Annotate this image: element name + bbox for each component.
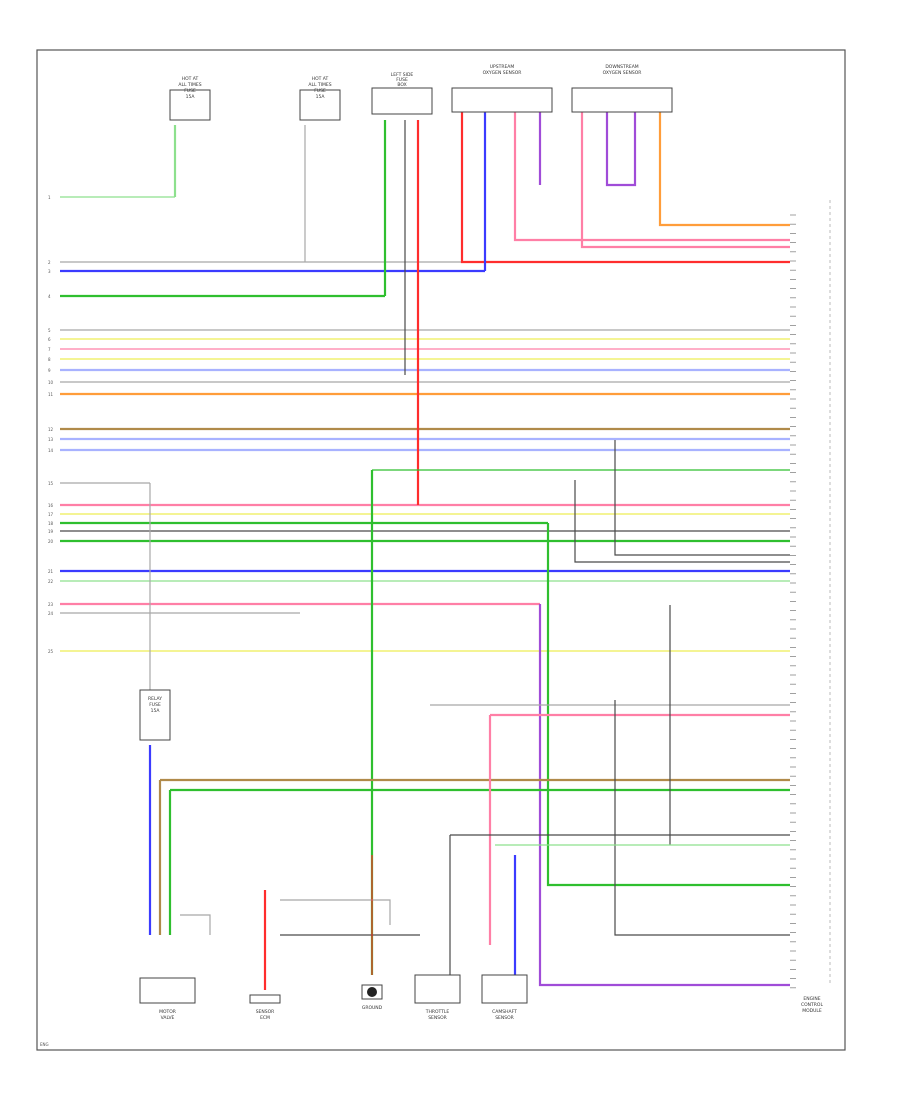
fuse-box-1-label: ALL TIMES xyxy=(178,82,201,88)
left-pin-14: 14 xyxy=(48,448,54,453)
ecm-label: CONTROL xyxy=(801,1002,823,1008)
left-pin-13: 13 xyxy=(48,437,54,442)
left-pin-11: 11 xyxy=(48,392,54,397)
bottom-component-2-label: SENSOR xyxy=(256,1009,275,1015)
wire-violet-bottom xyxy=(538,604,790,987)
left-pin-3: 3 xyxy=(48,269,51,274)
bottom-component-2 xyxy=(249,994,281,1004)
left-pin-9: 9 xyxy=(48,368,51,373)
bottom-component-5-label: SENSOR xyxy=(495,1015,514,1021)
left-pin-23: 23 xyxy=(48,602,54,607)
wire-s1-red xyxy=(460,110,790,264)
wire-motor-gray xyxy=(180,914,211,935)
wire-s2-pink xyxy=(580,110,790,249)
upstream-o2-sensor xyxy=(451,87,553,113)
left-pin-6: 6 xyxy=(48,337,51,342)
left-pin-5: 5 xyxy=(48,328,51,333)
bottom-component-4-label: SENSOR xyxy=(428,1015,447,1021)
relay xyxy=(139,689,171,741)
left-pin-25: 25 xyxy=(48,649,54,654)
ground-symbol xyxy=(367,987,377,997)
downstream-o2-sensor xyxy=(571,87,673,113)
wire-green-right xyxy=(546,523,790,887)
wire-dark-lower xyxy=(614,700,790,936)
wire-sensor-gray xyxy=(280,899,391,925)
bottom-component-5-label: CAMSHAFT xyxy=(492,1009,517,1015)
left-pin-8: 8 xyxy=(48,357,51,362)
fuse-box-2-label: ALL TIMES xyxy=(308,82,331,88)
left-pin-10: 10 xyxy=(48,380,54,385)
left-pin-18: 18 xyxy=(48,521,54,526)
bottom-component-1-label: MOTOR xyxy=(159,1009,176,1015)
wire-dark-loop2 xyxy=(574,480,790,563)
relay-label: RELAY xyxy=(148,696,162,702)
wire-s2-orange xyxy=(658,110,790,227)
bottom-component-4 xyxy=(414,974,461,1004)
bottom-component-5 xyxy=(481,974,528,1004)
left-pin-19: 19 xyxy=(48,529,54,534)
fuse-box-1-label: FUSE xyxy=(184,88,196,94)
fuse-box-2-label: 15A xyxy=(316,94,326,100)
fuse-box-2 xyxy=(299,89,341,121)
left-side-fuse-box-label: LEFT SIDE xyxy=(391,72,414,78)
upstream-o2-sensor-label: OXYGEN SENSOR xyxy=(483,70,522,76)
bottom-component-3-label: GROUND xyxy=(362,1005,383,1011)
wire-s1-pink xyxy=(513,110,790,242)
left-pin-20: 20 xyxy=(48,539,54,544)
relay-label: 15A xyxy=(151,708,161,714)
left-pin-2: 2 xyxy=(48,260,51,265)
relay-label: FUSE xyxy=(149,702,161,708)
bottom-component-4-label: THROTTLE xyxy=(425,1009,450,1015)
fuse-box-1-label: HOT AT xyxy=(182,76,199,82)
wire-layer xyxy=(60,110,790,990)
left-pin-12: 12 xyxy=(48,427,54,432)
fuse-box-2-label: HOT AT xyxy=(312,76,329,82)
left-pin-7: 7 xyxy=(48,347,51,352)
downstream-o2-sensor-label: DOWNSTREAM xyxy=(605,64,638,70)
ecm-label: MODULE xyxy=(802,1008,822,1014)
page-ref-label: ENG xyxy=(40,1042,49,1047)
fuse-box-1 xyxy=(169,89,211,121)
bottom-component-2-label: ECM xyxy=(260,1015,270,1021)
ecm-label: ENGINE xyxy=(803,996,820,1002)
downstream-o2-sensor-label: OXYGEN SENSOR xyxy=(603,70,642,76)
wire-dark-loop xyxy=(614,440,790,556)
wire-s2-violet xyxy=(605,110,637,187)
left-side-fuse-box-label: FUSE xyxy=(396,77,408,83)
bottom-component-1 xyxy=(139,977,196,1004)
left-pin-21: 21 xyxy=(48,569,54,574)
left-pin-15: 15 xyxy=(48,481,54,486)
left-side-fuse-box-label: BOX xyxy=(397,82,406,88)
connector-layer xyxy=(790,200,831,989)
diagram-frame xyxy=(36,49,846,1051)
fuse-box-2-label: FUSE xyxy=(314,88,326,94)
left-pin-1: 1 xyxy=(48,195,51,200)
left-side-fuse-box xyxy=(371,87,433,115)
upstream-o2-sensor-label: UPSTREAM xyxy=(490,64,515,70)
fuse-box-1-label: 15A xyxy=(186,94,196,100)
left-pin-24: 24 xyxy=(48,611,54,616)
left-pin-16: 16 xyxy=(48,503,54,508)
left-pin-22: 22 xyxy=(48,579,54,584)
component-layer xyxy=(139,87,673,1004)
left-pin-17: 17 xyxy=(48,512,54,517)
left-pin-4: 4 xyxy=(48,294,51,299)
label-layer: 1234567891011121314151617181920212223242… xyxy=(40,64,823,1047)
bottom-component-1-label: VALVE xyxy=(161,1015,175,1021)
